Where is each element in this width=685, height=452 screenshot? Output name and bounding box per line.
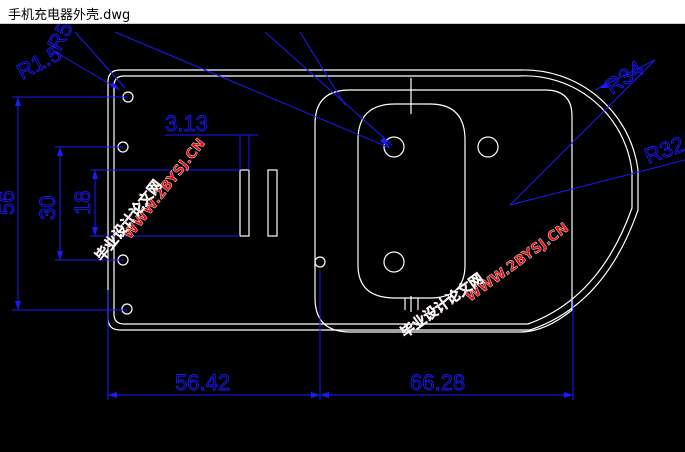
hole-mid-small (314, 256, 326, 268)
outer-shell-outline (107, 69, 639, 331)
drawing-canvas[interactable]: R1.5 R5 R34 R32 3.13 56 30 18 56.42 66.2… (0, 17, 685, 447)
title-bar: 手机充电器外壳.dwg (0, 0, 685, 24)
slot-left (239, 169, 250, 237)
dim-56: 56 (0, 191, 19, 215)
dim-30: 30 (35, 196, 60, 220)
window-title: 手机充电器外壳.dwg (8, 8, 131, 23)
dim-r34: R34 (601, 55, 648, 99)
dim-18: 18 (70, 191, 95, 215)
cad-drawing[interactable]: R1.5 R5 R34 R32 3.13 56 30 18 56.42 66.2… (0, 17, 685, 447)
watermark-cn-left: 毕业设计论文网 (92, 177, 166, 265)
dim-66-28: 66.28 (410, 370, 465, 395)
dim-56-42: 56.42 (175, 370, 230, 395)
watermark-group-left: WWW.2BYSJ.CN 毕业设计论文网 (92, 136, 209, 265)
dimension-arrows (15, 82, 608, 398)
watermark-site-right: WWW.2BYSJ.CN (463, 220, 572, 305)
dim-r32: R32 (641, 131, 685, 168)
hole-center-top (383, 136, 405, 158)
slot-right (267, 169, 278, 237)
inner-boss-outline (314, 89, 573, 333)
dimension-lines (12, 31, 685, 400)
center-slot-outline (357, 103, 466, 299)
watermark-group-right: WWW.2BYSJ.CN 毕业设计论文网 (397, 220, 572, 342)
hole-bottom-left (121, 303, 133, 315)
hole-center-bottom (383, 251, 405, 273)
part-outline (107, 69, 639, 333)
hole-right (477, 136, 499, 158)
dim-3-13: 3.13 (165, 111, 208, 136)
